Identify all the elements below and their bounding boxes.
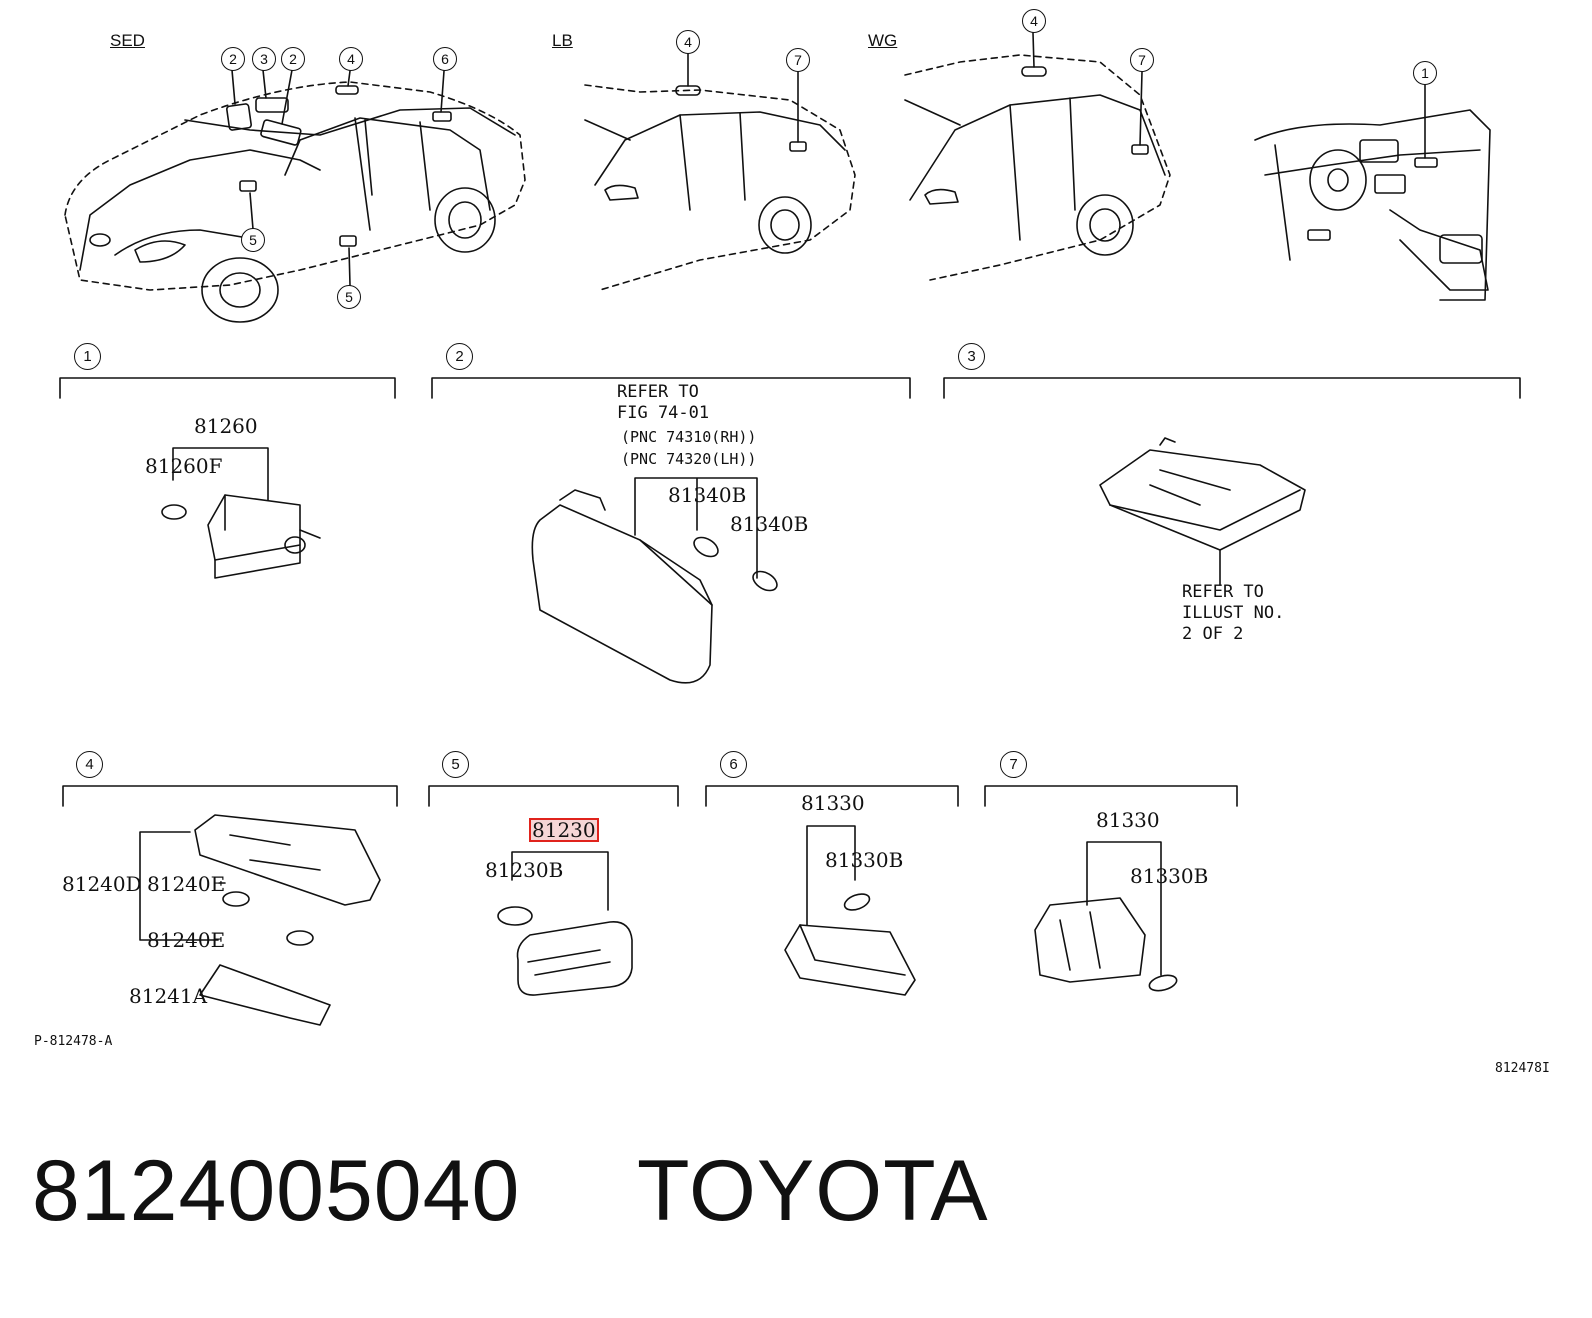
part-label-81260: 81260 [194,414,258,438]
variant-label-sed: SED [110,31,145,50]
variant-label-wg: WG [868,31,898,50]
section-brackets [59,377,1521,807]
part-label-81241A: 81241A [129,984,208,1008]
part-label-81240E-a: 81240E [147,872,226,896]
part-label-81330B-sec7: 81330B [1130,864,1209,888]
part-81260-drawing [161,447,321,579]
callout-5-sed-a: 5 [241,228,265,252]
part-label-81260F: 81260F [145,454,223,478]
part-label-81340B-a: 81340B [668,483,747,507]
brand-title: TOYOTA [637,1143,989,1239]
interior-drawing [1254,82,1491,301]
part-81240-drawing [139,814,381,1026]
part-label-81330-sec6: 81330 [801,791,865,815]
variant-label-lb: LB [552,31,573,50]
section-2-number: 2 [446,343,473,370]
section-4-number: 4 [76,751,103,778]
refer-text-sec2-line3: (PNC 74310(RH)) [621,428,757,446]
callout-4-lb: 4 [676,30,700,54]
overhead-console-drawing [1099,437,1306,586]
refer-text-sec3-line2: ILLUST NO. [1182,603,1285,623]
section-6-number: 6 [720,751,747,778]
liftback-drawing [584,52,856,291]
section-3-number: 3 [958,343,985,370]
refer-text-sec2-line1: REFER TO [617,382,699,402]
part-81230-drawing [497,851,633,996]
illustration-code: P-812478-A [34,1034,113,1049]
wagon-drawing [904,32,1171,281]
part-label-81240E-b: 81240E [147,928,226,952]
part-81330-6-drawing [784,825,916,996]
part-label-81240D: 81240D [62,872,142,896]
part-label-81340B-b: 81340B [730,512,809,536]
part-81330-7-drawing [1034,841,1178,992]
part-label-81230-highlighted: 81230 [529,818,599,842]
callout-5-sed-b: 5 [337,285,361,309]
callout-1-interior: 1 [1413,61,1437,85]
refer-text-sec2-line4: (PNC 74320(LH)) [621,450,757,468]
refer-text-sec2-line2: FIG 74-01 [617,403,710,423]
callout-6-sed: 6 [433,47,457,71]
callout-7-wg: 7 [1130,48,1154,72]
callout-3-sed: 3 [252,47,276,71]
part-label-81330-sec7: 81330 [1096,808,1160,832]
part-label-81230B: 81230B [485,858,564,882]
part-label-81330B-sec6: 81330B [825,848,904,872]
section-5-number: 5 [442,751,469,778]
callout-4-sed: 4 [339,47,363,71]
section-7-number: 7 [1000,751,1027,778]
callout-4-wg: 4 [1022,9,1046,33]
part-number-title: 8124005040 [32,1143,521,1239]
refer-text-sec3-line3: 2 OF 2 [1182,624,1244,644]
corner-code: 812478I [1495,1061,1550,1076]
refer-text-sec3-line1: REFER TO [1182,582,1264,602]
callout-2-sed-b: 2 [281,47,305,71]
section-1-number: 1 [74,343,101,370]
callout-2-sed-a: 2 [221,47,245,71]
sedan-drawing [64,69,526,323]
sun-visor-drawing [531,477,778,684]
callout-7-lb: 7 [786,48,810,72]
